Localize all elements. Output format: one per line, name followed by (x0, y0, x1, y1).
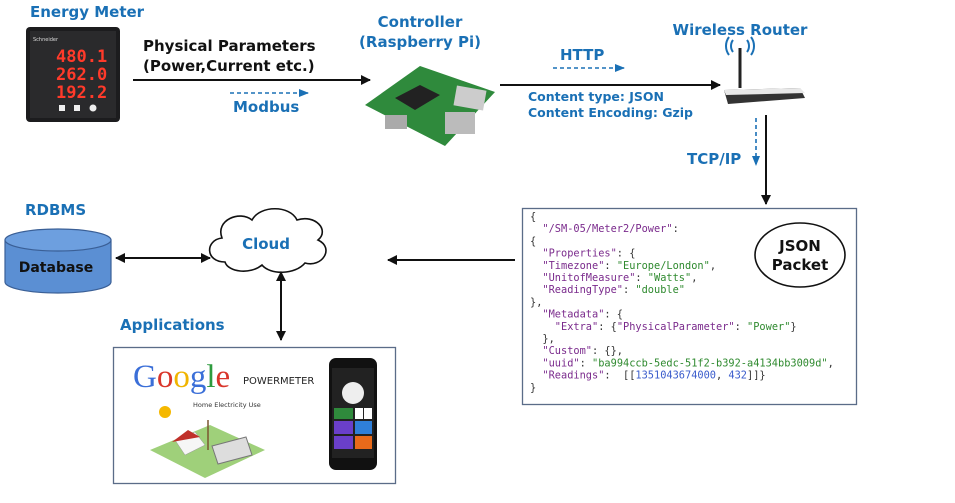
physical-parameters-label: Physical Parameters (143, 37, 316, 55)
json-badge-line1: JSON (778, 237, 821, 255)
rdbms-title: RDBMS (25, 201, 86, 219)
meter-reading-2: 262.0 (56, 65, 107, 85)
json-line: "Metadata": { (530, 309, 623, 321)
json-line: "Properties": { (530, 248, 635, 260)
json-packet-badge (754, 222, 846, 288)
google-powermeter-image: Google POWERMETER Home Electricity Use (133, 358, 377, 478)
json-line: "Extra": {"PhysicalParameter": "Power"} (530, 321, 797, 333)
json-line: "Readings": [[1351043674000, 432]]} (530, 370, 766, 382)
meter-brand: Schneider (33, 37, 59, 43)
content-type-label: Content type: JSON (528, 89, 664, 104)
energy-meter-title: Energy Meter (30, 3, 145, 21)
home-electricity-caption: Home Electricity Use (193, 401, 261, 409)
meter-reading-1: 480.1 (56, 47, 107, 67)
meter-reading-3: 192.2 (56, 83, 107, 103)
controller-title: Controller (378, 13, 463, 31)
modbus-label: Modbus (233, 98, 299, 116)
physical-parameters-sublabel: (Power,Current etc.) (143, 57, 315, 75)
json-line: "/SM-05/Meter2/Power": (530, 223, 679, 235)
json-badge-line2: Packet (772, 256, 829, 274)
applications-title: Applications (120, 316, 225, 334)
raspberry-pi-image (365, 66, 495, 146)
wireless-router-image (724, 36, 805, 104)
json-line: "ReadingType": "double" (530, 284, 685, 296)
json-code: { "/SM-05/Meter2/Power":{ "Properties": … (530, 211, 834, 394)
json-line: "uuid": "ba994ccb-5edc-51f2-b392-a4134bb… (530, 357, 834, 369)
json-line: "UnitofMeasure": "Watts", (530, 272, 697, 284)
database-cylinder (4, 228, 112, 294)
json-line: } (530, 382, 536, 394)
json-line: }, (530, 333, 555, 345)
json-line: "Timezone": "Europe/London", (530, 260, 716, 272)
google-logo: Google (133, 359, 230, 395)
json-line: }, (530, 296, 542, 308)
json-line: { (530, 235, 536, 247)
powermeter-label: POWERMETER (243, 376, 314, 387)
controller-subtitle: (Raspberry Pi) (359, 33, 481, 51)
cloud-shape (208, 207, 327, 274)
router-title: Wireless Router (673, 21, 809, 39)
energy-meter-image: Schneider 480.1 262.0 192.2 (26, 27, 120, 122)
tcpip-label: TCP/IP (687, 150, 741, 168)
database-label: Database (19, 260, 94, 276)
http-label: HTTP (560, 46, 604, 64)
cloud-label: Cloud (242, 235, 290, 253)
content-encoding-label: Content Encoding: Gzip (528, 105, 693, 120)
json-line: { (530, 211, 536, 223)
json-line: "Custom": {}, (530, 345, 623, 357)
